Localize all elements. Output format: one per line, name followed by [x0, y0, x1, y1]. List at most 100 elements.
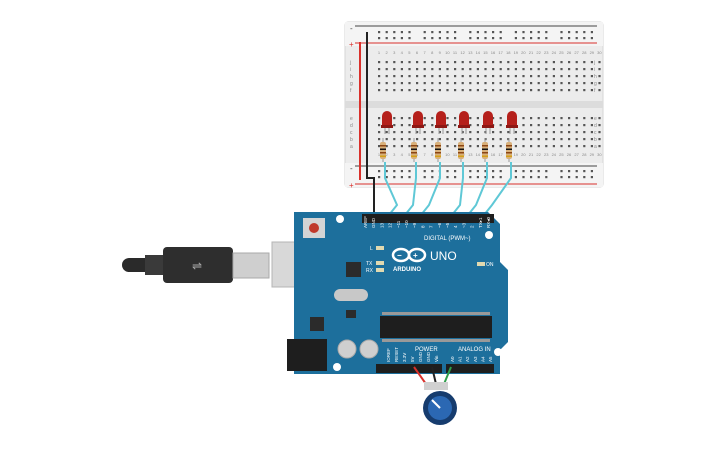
- breadboard-hole[interactable]: [545, 145, 548, 148]
- rail-hole[interactable]: [560, 37, 563, 40]
- rail-hole[interactable]: [537, 37, 540, 40]
- breadboard-hole[interactable]: [469, 117, 472, 120]
- rail-hole[interactable]: [545, 176, 548, 179]
- breadboard-hole[interactable]: [476, 145, 479, 148]
- breadboard-hole[interactable]: [583, 89, 586, 92]
- breadboard-hole[interactable]: [393, 145, 396, 148]
- breadboard-hole[interactable]: [530, 75, 533, 78]
- breadboard-hole[interactable]: [598, 82, 601, 85]
- breadboard-hole[interactable]: [499, 138, 502, 141]
- rail-hole[interactable]: [469, 31, 472, 34]
- breadboard-hole[interactable]: [454, 124, 457, 127]
- rail-hole[interactable]: [492, 37, 495, 40]
- breadboard-hole[interactable]: [431, 75, 434, 78]
- breadboard-hole[interactable]: [469, 68, 472, 71]
- breadboard-hole[interactable]: [446, 124, 449, 127]
- breadboard-hole[interactable]: [423, 82, 426, 85]
- breadboard-hole[interactable]: [598, 61, 601, 64]
- breadboard-hole[interactable]: [431, 145, 434, 148]
- breadboard-hole[interactable]: [552, 145, 555, 148]
- breadboard-hole[interactable]: [393, 61, 396, 64]
- rail-hole[interactable]: [514, 31, 517, 34]
- rail-hole[interactable]: [431, 176, 434, 179]
- breadboard-hole[interactable]: [598, 117, 601, 120]
- dc-power-jack[interactable]: [287, 339, 327, 371]
- pot-signal-wire[interactable]: [443, 366, 452, 385]
- breadboard-hole[interactable]: [454, 131, 457, 134]
- breadboard-hole[interactable]: [484, 89, 487, 92]
- breadboard-hole[interactable]: [560, 124, 563, 127]
- breadboard-hole[interactable]: [400, 68, 403, 71]
- breadboard-hole[interactable]: [583, 82, 586, 85]
- rail-hole[interactable]: [469, 176, 472, 179]
- breadboard-hole[interactable]: [507, 82, 510, 85]
- breadboard-hole[interactable]: [590, 124, 593, 127]
- rail-hole[interactable]: [537, 31, 540, 34]
- breadboard-hole[interactable]: [568, 61, 571, 64]
- breadboard-hole[interactable]: [575, 117, 578, 120]
- breadboard-hole[interactable]: [530, 131, 533, 134]
- breadboard-hole[interactable]: [484, 68, 487, 71]
- breadboard-hole[interactable]: [560, 68, 563, 71]
- breadboard-hole[interactable]: [476, 82, 479, 85]
- breadboard-hole[interactable]: [575, 61, 578, 64]
- breadboard-hole[interactable]: [393, 138, 396, 141]
- breadboard-hole[interactable]: [378, 131, 381, 134]
- breadboard-hole[interactable]: [575, 89, 578, 92]
- rail-hole[interactable]: [400, 37, 403, 40]
- breadboard-hole[interactable]: [590, 145, 593, 148]
- rail-hole[interactable]: [423, 170, 426, 173]
- rail-hole[interactable]: [385, 170, 388, 173]
- breadboard-hole[interactable]: [469, 75, 472, 78]
- breadboard-hole[interactable]: [378, 89, 381, 92]
- breadboard-hole[interactable]: [446, 117, 449, 120]
- rail-hole[interactable]: [408, 176, 411, 179]
- breadboard-hole[interactable]: [568, 138, 571, 141]
- breadboard-hole[interactable]: [400, 61, 403, 64]
- breadboard-hole[interactable]: [438, 131, 441, 134]
- breadboard-hole[interactable]: [469, 124, 472, 127]
- breadboard-hole[interactable]: [431, 82, 434, 85]
- led[interactable]: [436, 111, 446, 126]
- breadboard-hole[interactable]: [476, 138, 479, 141]
- breadboard-hole[interactable]: [454, 117, 457, 120]
- breadboard-hole[interactable]: [431, 117, 434, 120]
- breadboard-hole[interactable]: [492, 82, 495, 85]
- breadboard-hole[interactable]: [507, 68, 510, 71]
- rail-hole[interactable]: [446, 37, 449, 40]
- breadboard-hole[interactable]: [583, 75, 586, 78]
- breadboard-hole[interactable]: [514, 61, 517, 64]
- rail-hole[interactable]: [583, 170, 586, 173]
- breadboard-hole[interactable]: [492, 117, 495, 120]
- rail-hole[interactable]: [385, 31, 388, 34]
- resistors[interactable]: [380, 138, 512, 162]
- rail-hole[interactable]: [484, 170, 487, 173]
- rail-hole[interactable]: [408, 37, 411, 40]
- breadboard-hole[interactable]: [568, 145, 571, 148]
- breadboard-hole[interactable]: [423, 124, 426, 127]
- rail-hole[interactable]: [514, 176, 517, 179]
- breadboard-hole[interactable]: [552, 61, 555, 64]
- rail-hole[interactable]: [400, 170, 403, 173]
- rail-hole[interactable]: [492, 31, 495, 34]
- breadboard-hole[interactable]: [385, 68, 388, 71]
- breadboard-hole[interactable]: [431, 89, 434, 92]
- breadboard-hole[interactable]: [378, 61, 381, 64]
- rail-hole[interactable]: [385, 37, 388, 40]
- breadboard-hole[interactable]: [438, 89, 441, 92]
- rail-hole[interactable]: [514, 170, 517, 173]
- breadboard-hole[interactable]: [499, 117, 502, 120]
- breadboard-hole[interactable]: [385, 138, 388, 141]
- rail-hole[interactable]: [378, 170, 381, 173]
- breadboard-hole[interactable]: [537, 68, 540, 71]
- led[interactable]: [382, 111, 392, 126]
- breadboard-hole[interactable]: [408, 145, 411, 148]
- breadboard-hole[interactable]: [575, 138, 578, 141]
- breadboard-hole[interactable]: [568, 89, 571, 92]
- rail-hole[interactable]: [469, 170, 472, 173]
- rail-hole[interactable]: [454, 176, 457, 179]
- breadboard-hole[interactable]: [400, 82, 403, 85]
- rail-hole[interactable]: [484, 31, 487, 34]
- breadboard-hole[interactable]: [431, 131, 434, 134]
- breadboard-hole[interactable]: [545, 75, 548, 78]
